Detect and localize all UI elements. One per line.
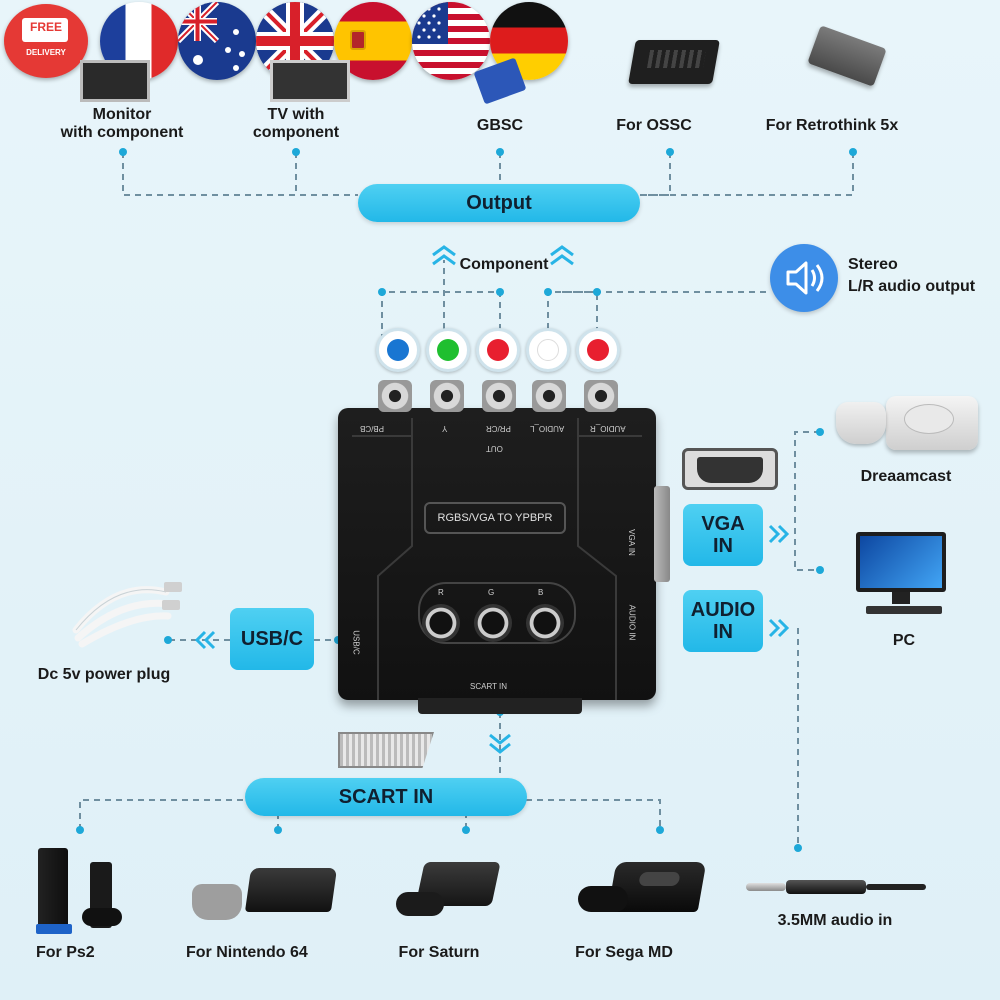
rca-jack-audio-l[interactable] xyxy=(532,380,566,412)
truck-icon xyxy=(22,18,68,42)
delivery-text: DELIVERY xyxy=(26,48,66,57)
pc-monitor-icon xyxy=(856,532,946,592)
converter-device: PB/CB Y PR/CR AUDIO_L AUDIO_R OUT RGBS/V… xyxy=(338,408,656,700)
usa-flag xyxy=(412,2,490,80)
audio-in-line2: IN xyxy=(713,621,733,643)
vga-in-line2: IN xyxy=(713,535,733,557)
stereo-label: Stereo xyxy=(848,256,898,273)
speaker-icon xyxy=(770,244,838,312)
scart-connector-icon xyxy=(338,732,434,768)
scart-port[interactable] xyxy=(418,698,582,714)
retrothink-label: For Retrothink 5x xyxy=(765,117,899,134)
vga-in-box: VGA IN xyxy=(683,504,763,566)
n64-console-icon xyxy=(244,868,338,912)
n64-label: For Nintendo 64 xyxy=(186,944,308,961)
keyboard-icon xyxy=(866,606,942,614)
knob-g[interactable] xyxy=(474,604,512,642)
ossc-label: For OSSC xyxy=(616,117,692,134)
free-text: FREE xyxy=(29,20,62,34)
knob-r-label: R xyxy=(438,588,444,597)
knob-r[interactable] xyxy=(422,604,460,642)
gbsc-label: GBSC xyxy=(476,117,524,134)
dreamcast-label: Dreaamcast xyxy=(860,468,952,485)
audio-cable-label: 3.5MM audio in xyxy=(777,912,893,929)
n64-controller-icon xyxy=(192,884,242,920)
rca-red-dot xyxy=(476,328,520,372)
device-title-plate: RGBS/VGA TO YPBPR xyxy=(424,502,566,534)
rca-jack-prcr[interactable] xyxy=(482,380,516,412)
power-plug-label: Dc 5v power plug xyxy=(37,666,171,683)
australia-flag xyxy=(178,2,256,80)
dreamcast-controller-icon xyxy=(836,402,886,444)
pc-label: PC xyxy=(892,632,916,649)
free-delivery-badge: FREE DELIVERY xyxy=(4,4,88,78)
vga-connector-icon xyxy=(682,448,778,490)
knob-g-label: G xyxy=(488,588,495,597)
saturn-label: For Saturn xyxy=(398,944,480,961)
tv-icon xyxy=(270,60,350,102)
segamd-controller-icon xyxy=(578,886,628,912)
device-title: RGBS/VGA TO YPBPR xyxy=(437,512,553,524)
rca-red-audio-dot xyxy=(576,328,620,372)
audio-in-box: AUDIO IN xyxy=(683,590,763,652)
ossc-device-icon xyxy=(628,40,720,84)
rca-white-dot xyxy=(526,328,570,372)
knob-b-label: B xyxy=(538,588,544,597)
vga-port[interactable] xyxy=(654,486,670,582)
component-label: Component xyxy=(459,256,549,273)
vga-in-line1: VGA xyxy=(701,513,745,535)
monitor-label: Monitor with component xyxy=(60,106,184,141)
usb-cable-icon xyxy=(66,570,186,650)
dreamcast-console-icon xyxy=(886,396,978,450)
usb-side-label: USB/C xyxy=(351,630,361,655)
scart-in-device-label: SCART IN xyxy=(470,682,508,691)
ps2-console-icon xyxy=(38,848,68,932)
output-pill: Output xyxy=(358,184,640,222)
audio-cable-icon xyxy=(746,880,926,894)
rca-green-dot xyxy=(426,328,470,372)
usb-c-box: USB/C xyxy=(230,608,314,670)
ps2-label: For Ps2 xyxy=(36,944,95,961)
audio-side-label: AUDIO IN xyxy=(627,604,637,641)
rca-jack-y[interactable] xyxy=(430,380,464,412)
vga-side-label: VGA IN xyxy=(626,529,636,556)
segamd-label: For Sega MD xyxy=(575,944,673,961)
rca-jack-audio-r[interactable] xyxy=(584,380,618,412)
audio-in-line1: AUDIO xyxy=(690,599,756,621)
rca-jack-pbcb[interactable] xyxy=(378,380,412,412)
knob-b[interactable] xyxy=(526,604,564,642)
scart-in-pill: SCART IN xyxy=(245,778,527,816)
tv-label: TV with component xyxy=(252,106,340,141)
saturn-controller-icon xyxy=(396,892,444,916)
ps2-controller-icon xyxy=(82,908,122,926)
stereo-audio-label: L/R audio output xyxy=(848,278,976,295)
rca-blue-dot xyxy=(376,328,420,372)
monitor-icon xyxy=(80,60,150,102)
